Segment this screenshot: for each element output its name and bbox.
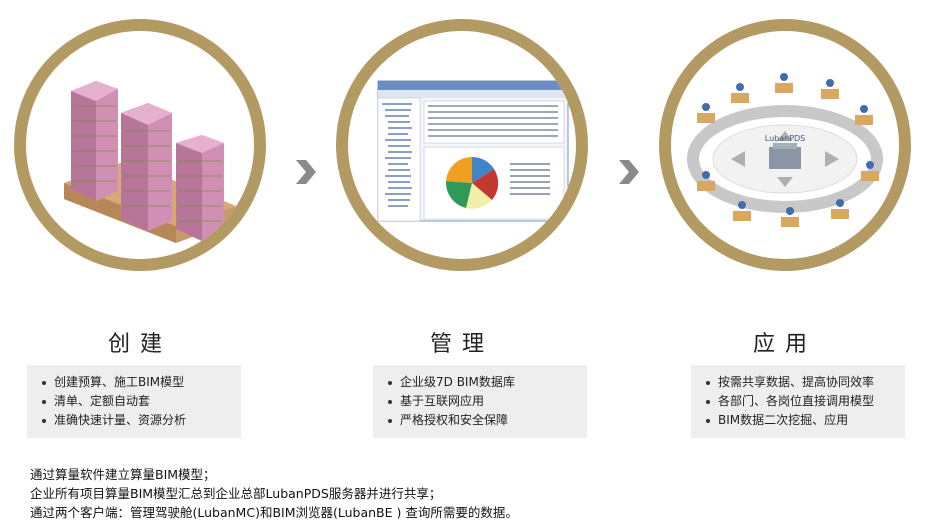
collaboration-diagram-image: LubanPDS (671, 31, 899, 259)
list-item: 严格授权和安全保障 (388, 411, 587, 430)
chevron-right-icon (296, 160, 316, 184)
description-line: 通过两个客户端：管理驾驶舱(LubanMC)和BIM浏览器(LubanBE ) … (30, 505, 518, 520)
list-item: 准确快速计量、资源分析 (42, 411, 241, 430)
chevron-right-icon (619, 160, 639, 184)
list-item: 各部门、各岗位直接调用模型 (706, 392, 905, 411)
list-item: 基于互联网应用 (388, 392, 587, 411)
list-item: 创建预算、施工BIM模型 (42, 373, 241, 392)
hub-label: LubanPDS (765, 134, 806, 143)
step-title-manage: 管理 (429, 332, 494, 357)
bullet-box-apply: 按需共享数据、提高协同效率 各部门、各岗位直接调用模型 BIM数据二次挖掘、应用 (691, 365, 905, 438)
step-create-circle (14, 19, 266, 271)
list-item: 企业级7D BIM数据库 (388, 373, 587, 392)
software-screenshot-image (348, 31, 576, 259)
description-line: 通过算量软件建立算量BIM模型； (30, 467, 216, 482)
list-item: 按需共享数据、提高协同效率 (706, 373, 905, 392)
bullet-box-create: 创建预算、施工BIM模型 清单、定额自动套 准确快速计量、资源分析 (27, 365, 241, 438)
list-item: BIM数据二次挖掘、应用 (706, 411, 905, 430)
step-title-apply: 应用 (752, 332, 817, 357)
description: 通过算量软件建立算量BIM模型； 企业所有项目算量BIM模型汇总到企业总部Lub… (30, 465, 518, 522)
building-model-image (26, 31, 254, 259)
description-line: 企业所有项目算量BIM模型汇总到企业总部LubanPDS服务器并进行共享； (30, 486, 442, 501)
list-item: 清单、定额自动套 (42, 392, 241, 411)
step-apply-circle: LubanPDS (659, 19, 911, 271)
step-title-create: 创建 (107, 332, 172, 357)
step-manage-circle (336, 19, 588, 271)
bullet-box-manage: 企业级7D BIM数据库 基于互联网应用 严格授权和安全保障 (373, 365, 587, 438)
